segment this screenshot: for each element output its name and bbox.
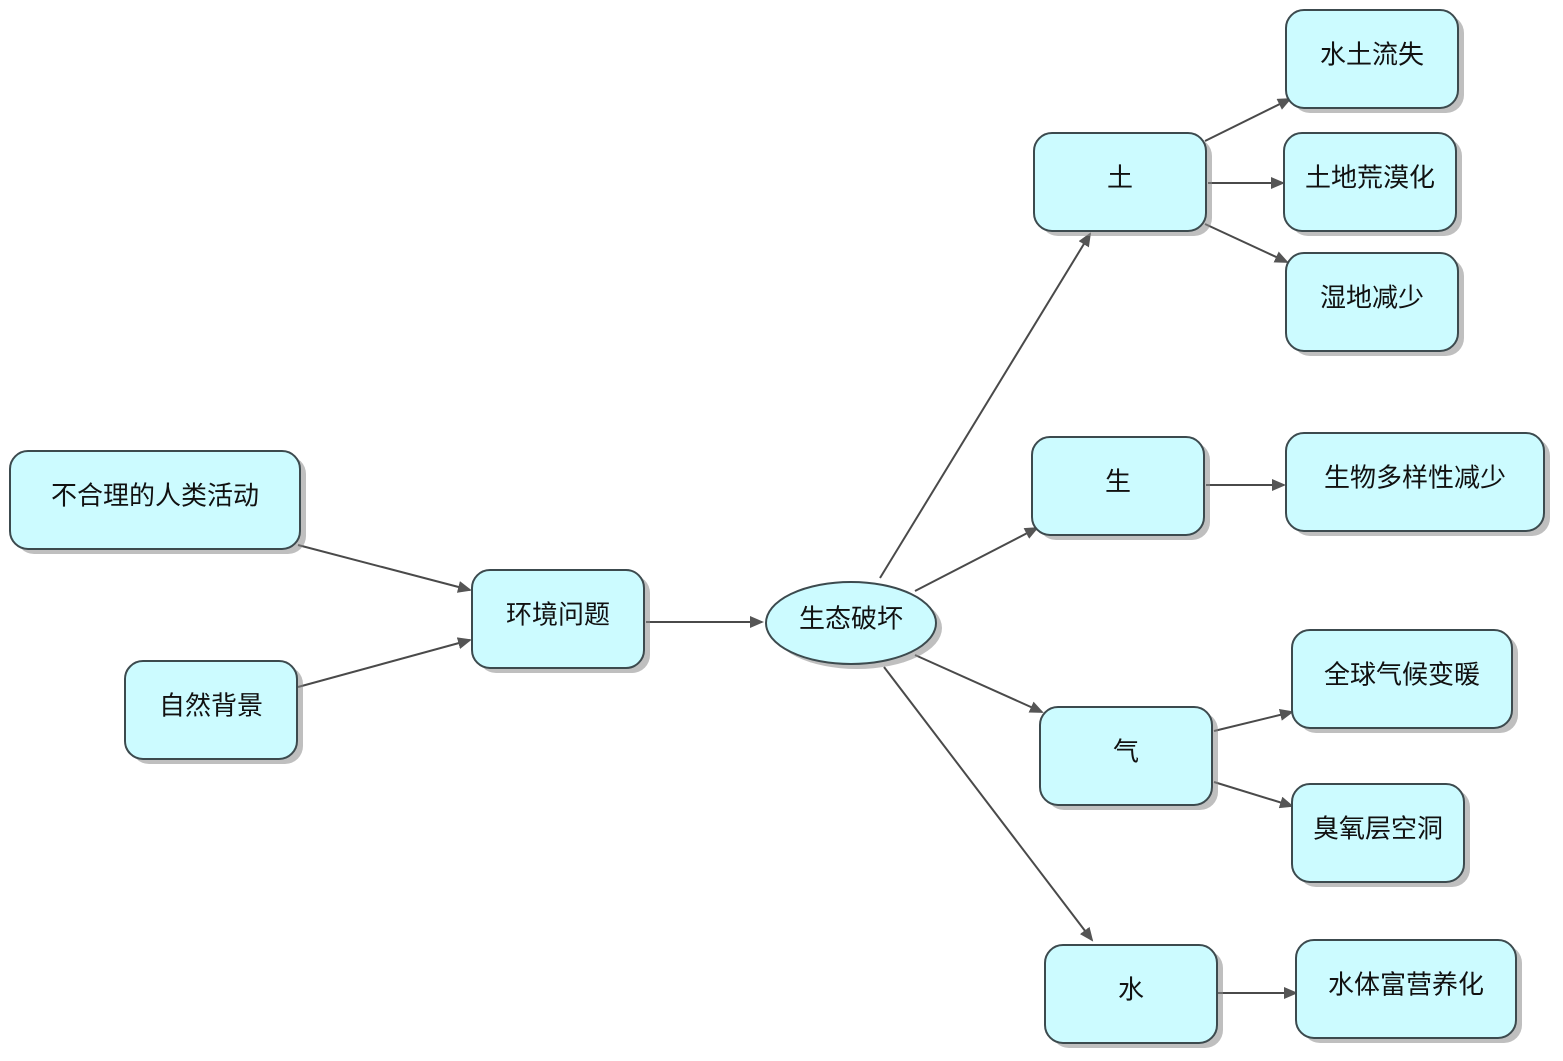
node-label: 水体富营养化: [1328, 971, 1484, 1001]
edge-damage-to-water: [883, 666, 1094, 942]
node-unreasonable-activity: 不合理的人类活动: [9, 450, 306, 554]
edge-damage-to-life: [914, 527, 1039, 592]
node-water: 水: [1044, 944, 1223, 1048]
node-label: 湿地减少: [1320, 284, 1424, 314]
edge-damage-to-air: [914, 654, 1044, 713]
node-life: 生: [1031, 436, 1210, 540]
node-label: 土: [1107, 164, 1133, 194]
node-wetland-loss: 湿地减少: [1285, 252, 1464, 356]
node-desertification: 土地荒漠化: [1283, 132, 1462, 236]
node-label: 臭氧层空洞: [1313, 815, 1443, 845]
node-label: 环境问题: [506, 601, 610, 631]
node-label: 气: [1113, 738, 1139, 768]
node-label: 水土流失: [1320, 41, 1424, 71]
node-natural-background: 自然背景: [124, 660, 303, 764]
node-label: 自然背景: [159, 692, 263, 722]
node-biodiversity-loss: 生物多样性减少: [1285, 432, 1550, 536]
node-label: 生: [1105, 468, 1131, 498]
node-soil-erosion: 水土流失: [1285, 9, 1464, 113]
node-label: 水: [1118, 976, 1144, 1006]
node-environment-problem: 环境问题: [471, 569, 650, 673]
node-label: 全球气候变暖: [1324, 661, 1480, 691]
node-soil: 土: [1033, 132, 1212, 236]
edge-air-to-warming: [1213, 709, 1294, 732]
node-label: 生物多样性减少: [1324, 464, 1506, 494]
node-eutrophication: 水体富营养化: [1295, 939, 1522, 1043]
edge-layer: [297, 98, 1298, 999]
node-label: 生态破坏: [799, 605, 903, 635]
node-ozone-hole: 臭氧层空洞: [1291, 783, 1470, 887]
node-ecological-damage: 生态破坏: [765, 581, 942, 669]
edge-damage-to-soil: [879, 232, 1092, 579]
node-layer: 不合理的人类活动 自然背景 环境问题 生态破坏 土: [9, 9, 1550, 1048]
node-label: 不合理的人类活动: [51, 482, 259, 512]
node-label: 土地荒漠化: [1305, 164, 1435, 194]
edge-soil-to-erosion: [1204, 98, 1292, 142]
edge-activity-to-problem: [297, 544, 472, 593]
node-air: 气: [1039, 706, 1218, 810]
edge-soil-to-wetland: [1204, 223, 1289, 263]
edge-background-to-problem: [297, 637, 472, 688]
edge-air-to-ozone: [1213, 781, 1294, 809]
node-global-warming: 全球气候变暖: [1291, 629, 1518, 733]
